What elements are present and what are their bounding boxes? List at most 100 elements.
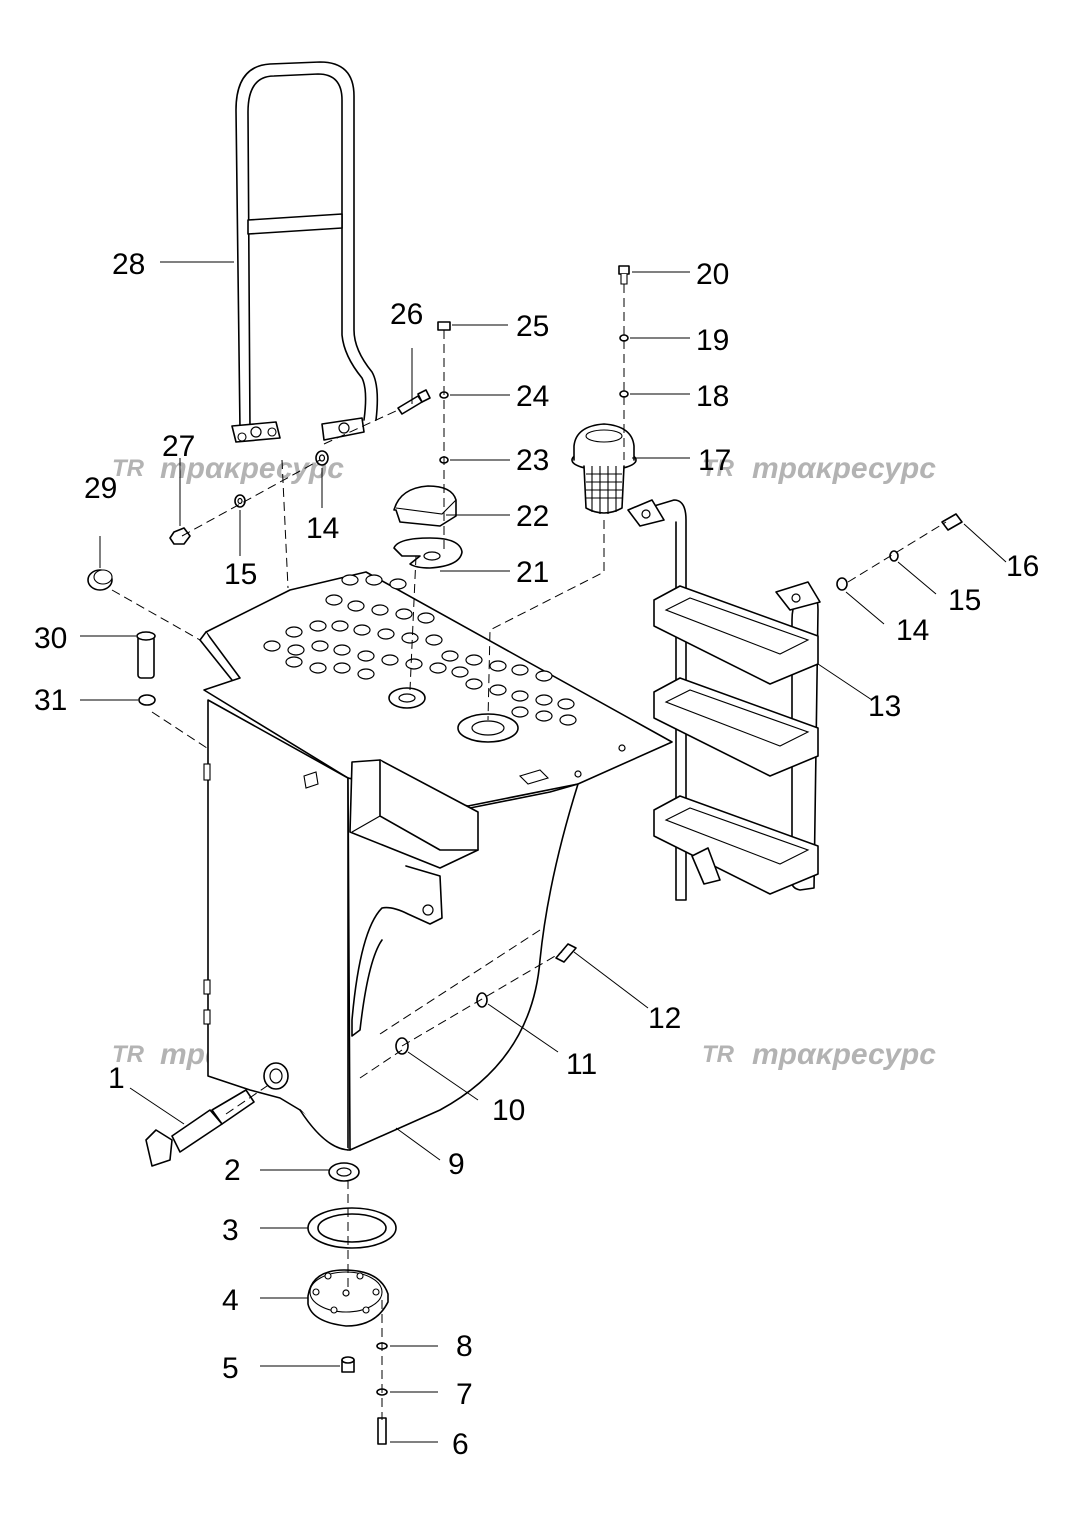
perforation-hole <box>425 634 443 646</box>
perforation-hole <box>511 664 529 676</box>
callout-20: 20 <box>696 258 729 291</box>
watermark-mid-right: TR трακресурс <box>702 1038 936 1071</box>
drain-plug-part-1 <box>145 1089 255 1167</box>
callout-29: 29 <box>84 472 117 505</box>
perforation-hole <box>285 626 303 638</box>
perforation-hole <box>465 654 483 666</box>
gasket-part-21 <box>393 537 463 569</box>
callout-27: 27 <box>162 430 195 463</box>
callout-28: 28 <box>112 248 145 281</box>
washer-part-11 <box>476 992 488 1008</box>
svg-text:TR: TR <box>112 455 145 482</box>
svg-text:трακресурс: трακресурс <box>752 452 936 485</box>
bolt-part-12 <box>555 943 577 963</box>
perforation-hole <box>287 644 305 656</box>
svg-text:трακресурс: трακресурс <box>752 1038 936 1071</box>
callout-23: 23 <box>516 444 549 477</box>
callout-3: 3 <box>222 1214 239 1247</box>
nut-part-27 <box>169 527 191 545</box>
perforation-hole <box>353 624 371 636</box>
bolt-part-25 <box>437 321 451 331</box>
perforation-hole <box>341 574 359 586</box>
callout-14-left: 14 <box>306 512 339 545</box>
callout-16: 16 <box>1006 550 1039 583</box>
perforation-hole <box>285 656 303 668</box>
callout-13: 13 <box>868 690 901 723</box>
perforation-hole <box>535 694 553 706</box>
washer-part-15-left <box>234 494 246 508</box>
svg-text:трακресурс: трακресурс <box>160 452 344 485</box>
ladder-part-13 <box>627 499 821 901</box>
perforation-hole <box>311 640 329 652</box>
perforation-hole <box>325 594 343 606</box>
callout-12: 12 <box>648 1002 681 1035</box>
cover-plate-part-4 <box>307 1269 389 1327</box>
pin-part-30 <box>136 631 156 679</box>
callout-10: 10 <box>492 1094 525 1127</box>
perforation-hole <box>377 628 395 640</box>
callout-17: 17 <box>698 444 731 477</box>
leader-lines <box>80 261 1007 1443</box>
svg-text:TR: TR <box>112 1041 145 1068</box>
plug-part-5 <box>341 1356 355 1373</box>
bolt-part-16 <box>941 513 963 531</box>
perforation-hole <box>451 666 469 678</box>
perforation-hole <box>395 608 413 620</box>
cover-part-22 <box>393 485 457 527</box>
bolt-part-6 <box>377 1417 387 1445</box>
assembly-lines <box>111 284 947 1420</box>
callout-7: 7 <box>456 1378 473 1411</box>
callout-14-right: 14 <box>896 614 929 647</box>
o-ring-part-31 <box>138 694 156 706</box>
callout-21: 21 <box>516 556 549 589</box>
callout-1: 1 <box>108 1062 125 1095</box>
callout-25: 25 <box>516 310 549 343</box>
breather-filter-part-17 <box>571 423 637 514</box>
perforation-hole <box>559 714 577 726</box>
tank-body-part-9 <box>199 571 673 1151</box>
perforation-hole <box>389 578 407 590</box>
perforation-hole <box>357 668 375 680</box>
perforation-hole <box>381 654 399 666</box>
callout-19: 19 <box>696 324 729 357</box>
handrail-part-28 <box>231 61 379 443</box>
callout-8: 8 <box>456 1330 473 1363</box>
perforation-hole <box>489 660 507 672</box>
callout-5: 5 <box>222 1352 239 1385</box>
callout-2: 2 <box>224 1154 241 1187</box>
callout-15-right: 15 <box>948 584 981 617</box>
callout-4: 4 <box>222 1284 239 1317</box>
perforation-hole <box>309 620 327 632</box>
top-plate-perforations <box>263 574 577 726</box>
perforation-hole <box>405 658 423 670</box>
callout-6: 6 <box>452 1428 469 1461</box>
callout-15-left: 15 <box>224 558 257 591</box>
perforation-hole <box>333 644 351 656</box>
callout-11: 11 <box>566 1048 597 1081</box>
perforation-hole <box>441 650 459 662</box>
bolt-part-20 <box>618 265 630 285</box>
callout-30: 30 <box>34 622 67 655</box>
perforation-hole <box>331 620 349 632</box>
washer-part-14-right <box>836 577 848 591</box>
perforation-hole <box>333 662 351 674</box>
bolt-part-26 <box>397 389 431 415</box>
perforation-hole <box>535 710 553 722</box>
perforation-hole <box>365 574 383 586</box>
perforation-hole <box>489 684 507 696</box>
callout-24: 24 <box>516 380 549 413</box>
perforation-hole <box>401 632 419 644</box>
washer-part-2 <box>328 1162 360 1182</box>
perforation-hole <box>465 678 483 690</box>
callout-26: 26 <box>390 298 423 331</box>
callout-9: 9 <box>448 1148 465 1181</box>
svg-text:TR: TR <box>702 455 735 482</box>
perforation-hole <box>263 640 281 652</box>
cap-part-29 <box>87 569 113 591</box>
callout-18: 18 <box>696 380 729 413</box>
watermark-top-left: TR трακресурс <box>112 452 344 485</box>
callout-labels: 1 2 3 4 5 6 7 8 9 10 11 12 13 14 15 16 1… <box>34 248 1039 1461</box>
perforation-hole <box>511 690 529 702</box>
perforation-hole <box>309 662 327 674</box>
